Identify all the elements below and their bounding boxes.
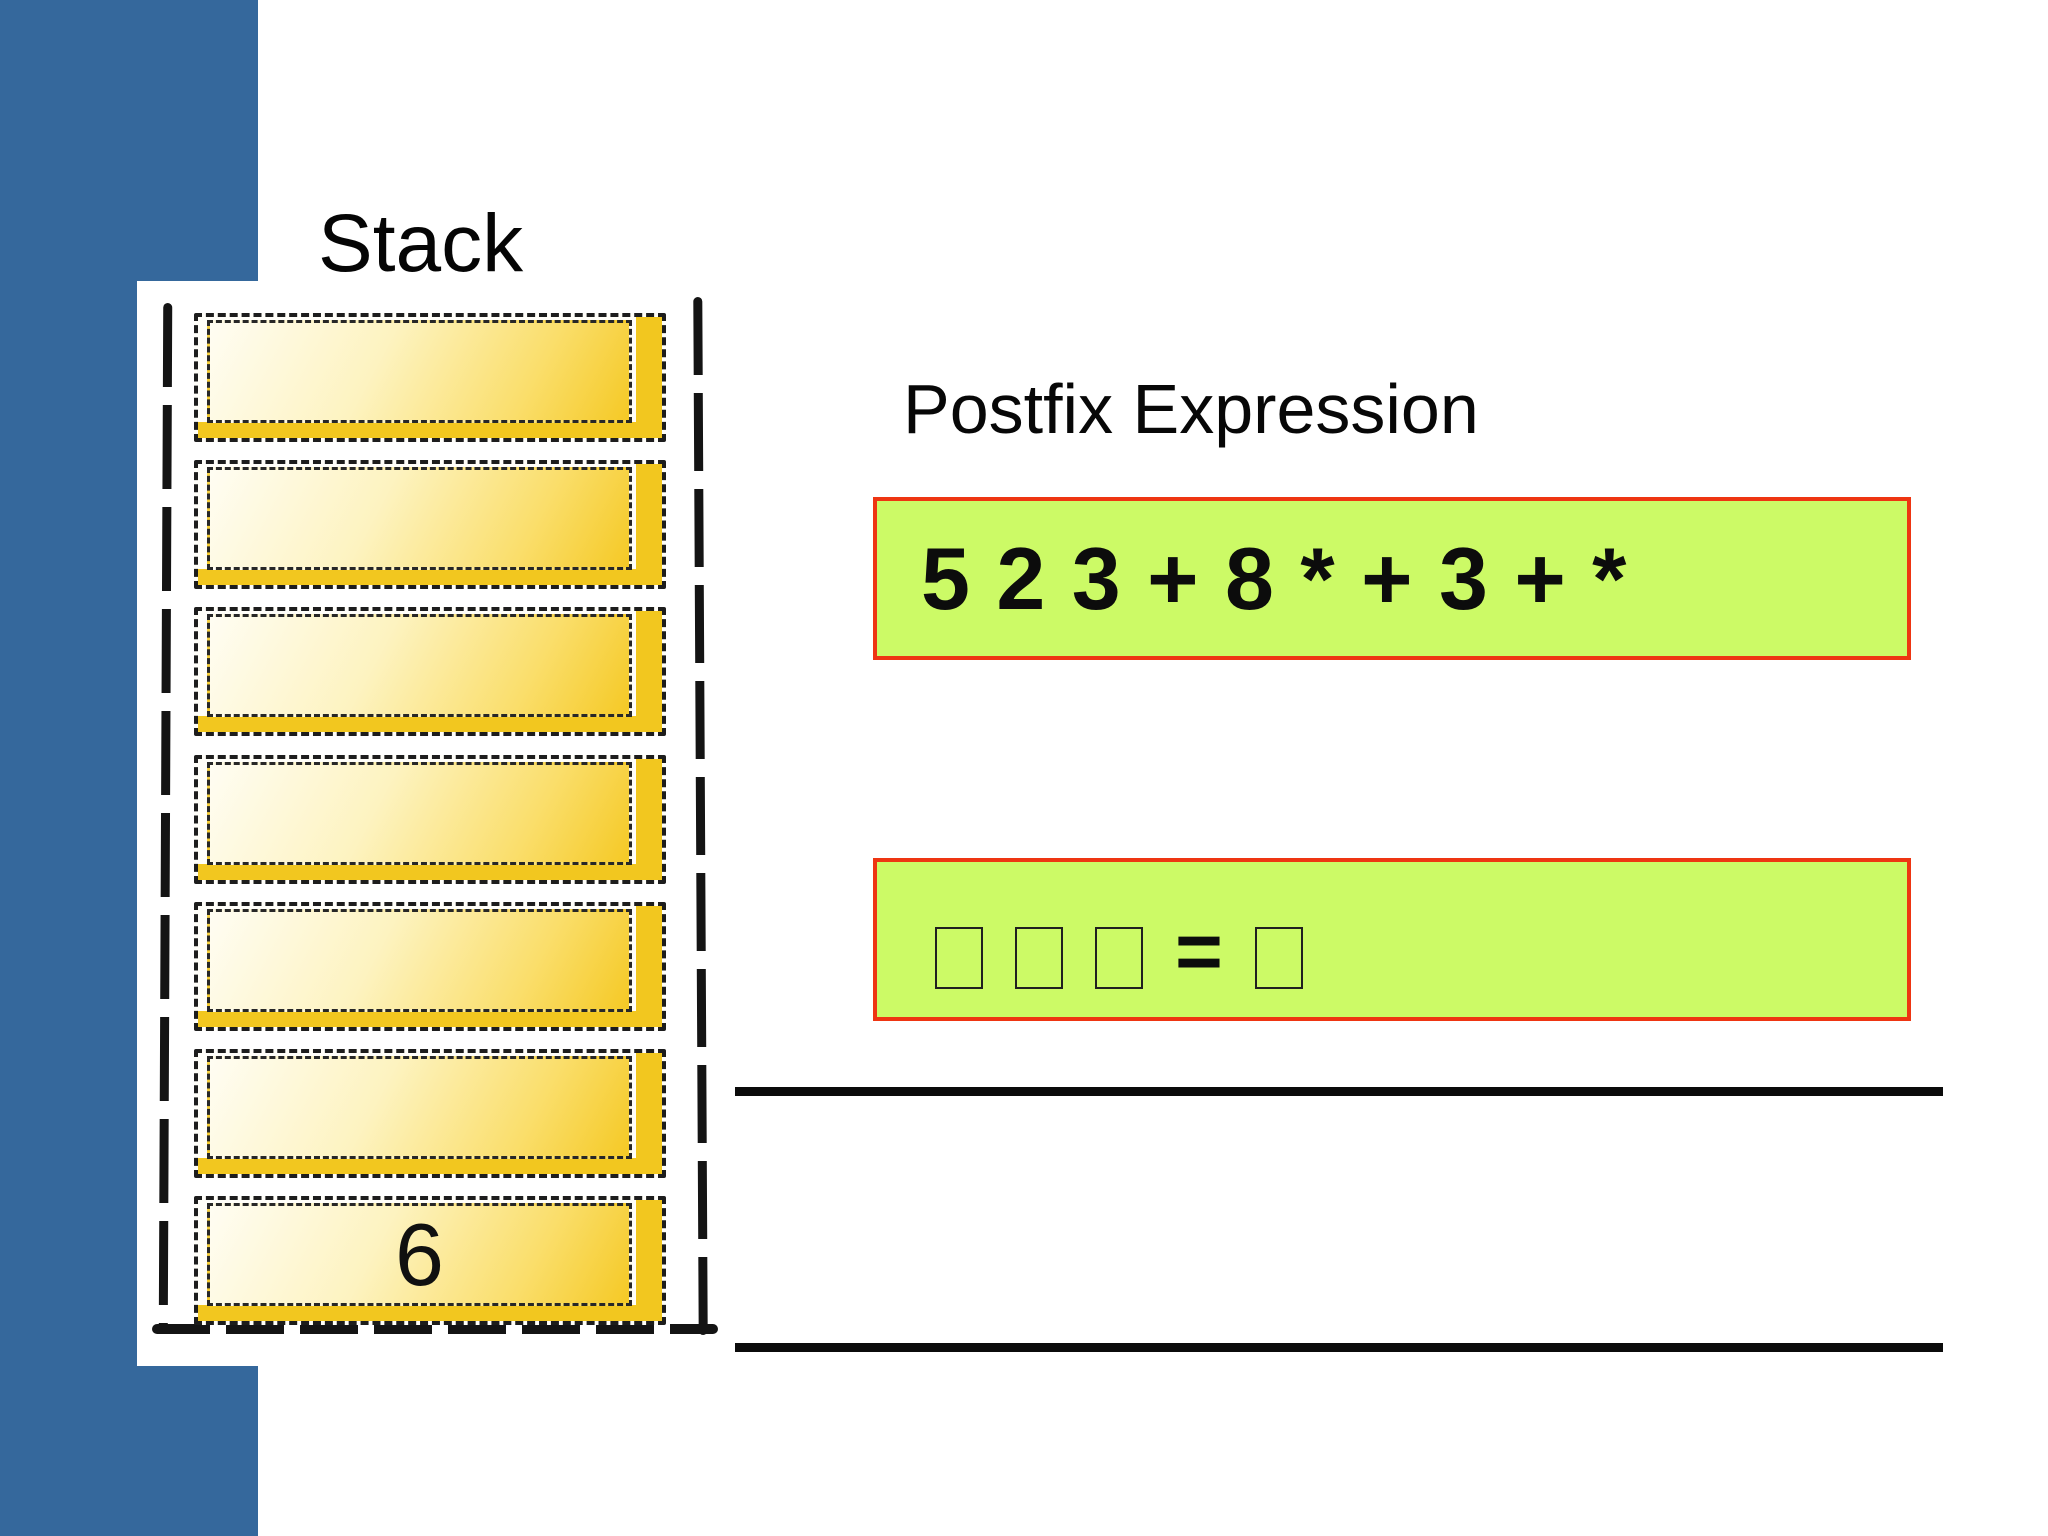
missing-glyph-box	[1095, 926, 1143, 989]
result-row: =	[877, 910, 1303, 999]
horizontal-rule-top	[735, 1087, 1943, 1096]
slot-value: 6	[395, 1204, 444, 1304]
stack-slot	[194, 313, 666, 442]
postfix-expression-text: 5 2 3 + 8 * + 3 + *	[921, 528, 1628, 628]
result-box: =	[873, 858, 1911, 1021]
stack-frame-bottom-line	[152, 1324, 718, 1334]
stack-slot	[194, 1049, 666, 1178]
stack-slot-face	[207, 762, 632, 865]
equals-sign: =	[1175, 905, 1223, 997]
stack-slot-top-of-stack: 6	[194, 1196, 666, 1325]
stack-slot-face	[207, 909, 632, 1012]
stack-slot-face	[207, 1056, 632, 1159]
stack-slot	[194, 755, 666, 884]
missing-glyph-box	[1254, 926, 1303, 989]
stack-title: Stack	[318, 198, 524, 289]
postfix-expression-heading: Postfix Expression	[903, 370, 1479, 448]
stack-slot	[194, 460, 666, 589]
missing-glyph-box	[935, 926, 983, 989]
postfix-expression-box: 5 2 3 + 8 * + 3 + *	[873, 497, 1911, 660]
stack-slot-face	[207, 320, 632, 423]
stack-slot	[194, 902, 666, 1031]
stack-slot-face: 6	[207, 1203, 632, 1306]
stack-slot-face	[207, 614, 632, 717]
stack-slot	[194, 607, 666, 736]
stack-slot-face	[207, 467, 632, 570]
missing-glyph-box	[1015, 926, 1063, 989]
horizontal-rule-bottom	[735, 1343, 1943, 1352]
